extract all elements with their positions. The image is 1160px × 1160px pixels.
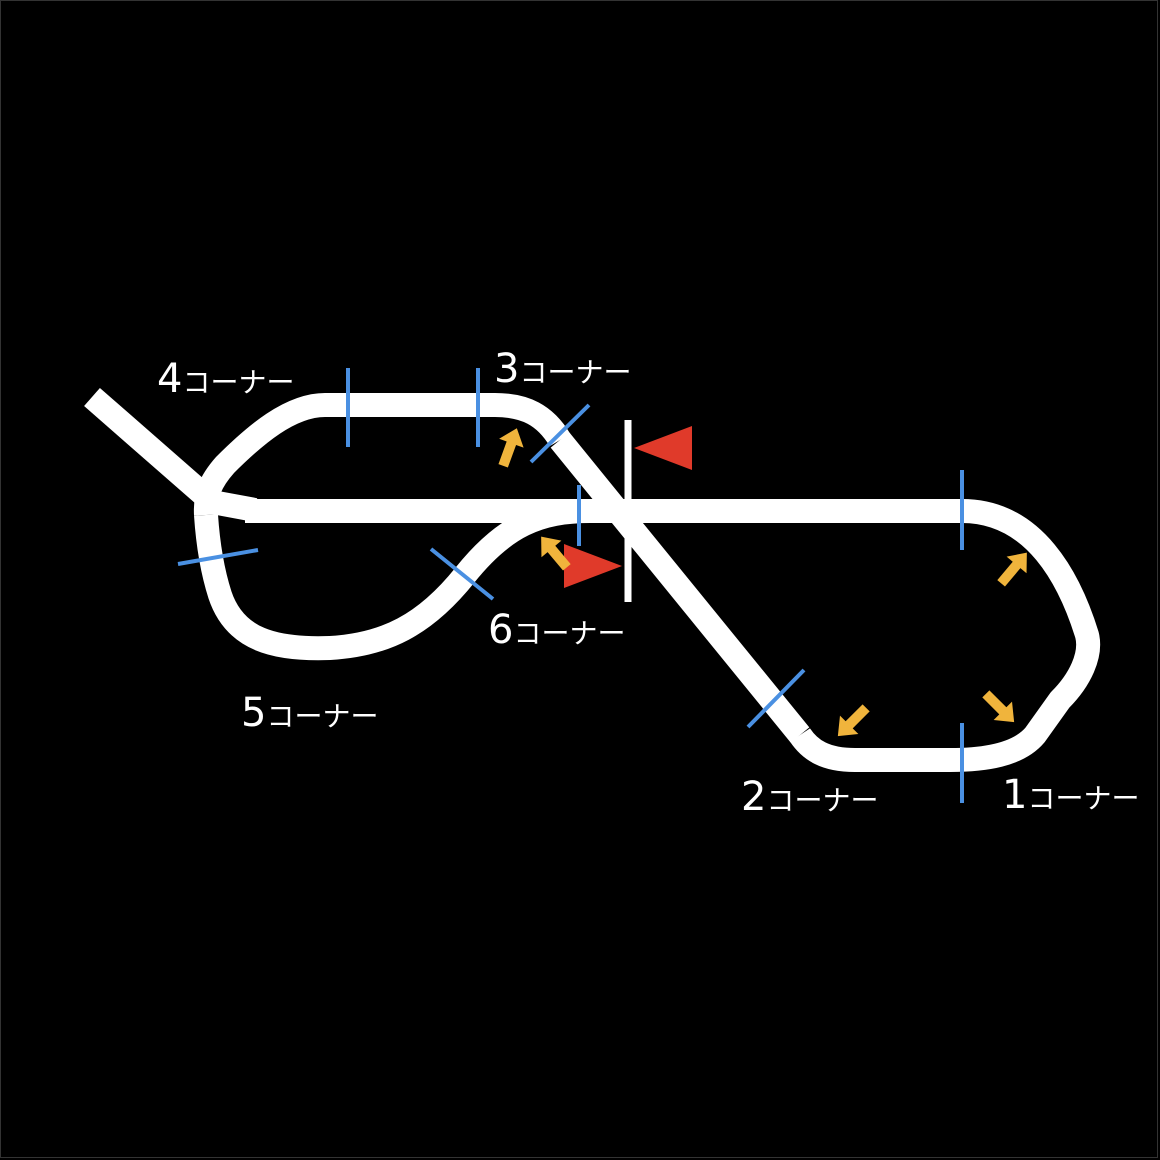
corner-label-3: 3コーナー xyxy=(494,346,631,392)
track-lower-loop xyxy=(194,499,591,661)
corner-label-2: 2コーナー xyxy=(741,774,878,820)
track-right-loop xyxy=(790,499,1101,772)
track-connector xyxy=(209,490,258,522)
arrow-icon xyxy=(997,552,1027,587)
arrow-icon xyxy=(982,690,1015,723)
flags xyxy=(564,426,692,588)
arrow-icon xyxy=(498,428,524,468)
corner-label-4: 4コーナー xyxy=(157,356,294,402)
section-markers xyxy=(177,368,964,803)
corner-label-6: 6コーナー xyxy=(488,607,625,653)
marker-5-corner xyxy=(177,548,259,566)
direction-arrows xyxy=(498,428,1027,737)
track-back-diagonal xyxy=(550,432,810,743)
corner-label-5: 5コーナー xyxy=(241,690,378,736)
track-upper-loop xyxy=(193,393,571,516)
corner-label-1: 1コーナー xyxy=(1002,772,1139,818)
start-flag-upper xyxy=(634,426,692,470)
track-entry-spur xyxy=(84,387,220,512)
marker-3-corner-b xyxy=(529,403,591,464)
arrow-icon xyxy=(837,704,870,737)
arrow-icon xyxy=(541,536,571,571)
start-flag-lower xyxy=(564,544,622,588)
marker-6-corner xyxy=(429,547,495,601)
marker-2-corner xyxy=(746,668,806,729)
corner-labels: 1コーナー 2コーナー 3コーナー 4コーナー 5コーナー 6コーナー xyxy=(157,346,1139,820)
